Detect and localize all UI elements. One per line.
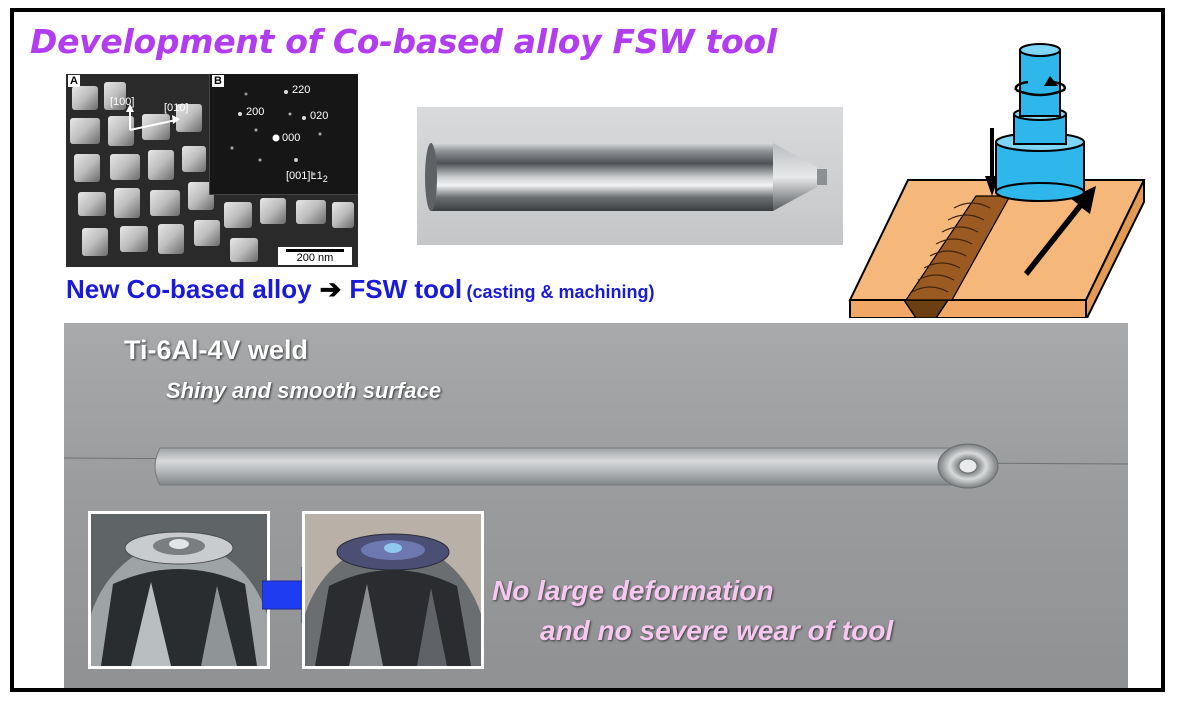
scale-bar-label: 200 nm	[296, 252, 334, 264]
caption-process: (casting & machining)	[466, 282, 655, 302]
spot-220-label: 220	[292, 84, 311, 96]
panel-a-label: A	[68, 75, 80, 87]
fsw-tool-photo	[417, 107, 843, 245]
weld-photo: Ti-6Al-4V weld Shiny and smooth surface	[64, 323, 1128, 688]
weld-subtitle: Shiny and smooth surface	[166, 378, 442, 403]
slide-frame: Development of Co-based alloy FSW tool	[10, 8, 1165, 692]
zone-axis-label: [001]L12	[286, 170, 328, 185]
direction-010-label: [010]	[164, 102, 189, 114]
tool-tip-after-photo	[302, 511, 484, 669]
diffraction-pattern-inset: B 220 200 020 000 [001]L12	[209, 74, 358, 195]
caption-alloy: New Co-based alloy	[66, 274, 312, 304]
spot-200-label: 200	[246, 106, 265, 118]
right-arrow-icon: ➔	[319, 274, 342, 304]
scale-bar: 200 nm	[278, 247, 352, 265]
note-line-1: No large deformation	[492, 575, 774, 606]
caption-tool: FSW tool	[349, 274, 463, 304]
spot-020-label: 020	[310, 110, 329, 122]
note-line-2: and no severe wear of tool	[540, 615, 894, 646]
tool-tip-before-photo	[88, 511, 270, 669]
fsw-process-diagram	[844, 20, 1161, 321]
micrograph-image: A [100] [010] B 220 200 020 000	[66, 74, 358, 267]
crystal-direction-arrows	[126, 104, 180, 131]
slide-title: Development of Co-based alloy FSW tool	[30, 22, 777, 61]
wear-result-note: No large deformation and no severe wear …	[492, 571, 893, 651]
weld-title: Ti-6Al-4V weld	[124, 335, 309, 365]
spot-000-label: 000	[282, 132, 301, 144]
alloy-to-tool-caption: New Co-based alloy➔FSW tool (casting & m…	[66, 274, 655, 305]
direction-100-label: [100]	[110, 96, 135, 108]
panel-b-label: B	[212, 75, 224, 87]
